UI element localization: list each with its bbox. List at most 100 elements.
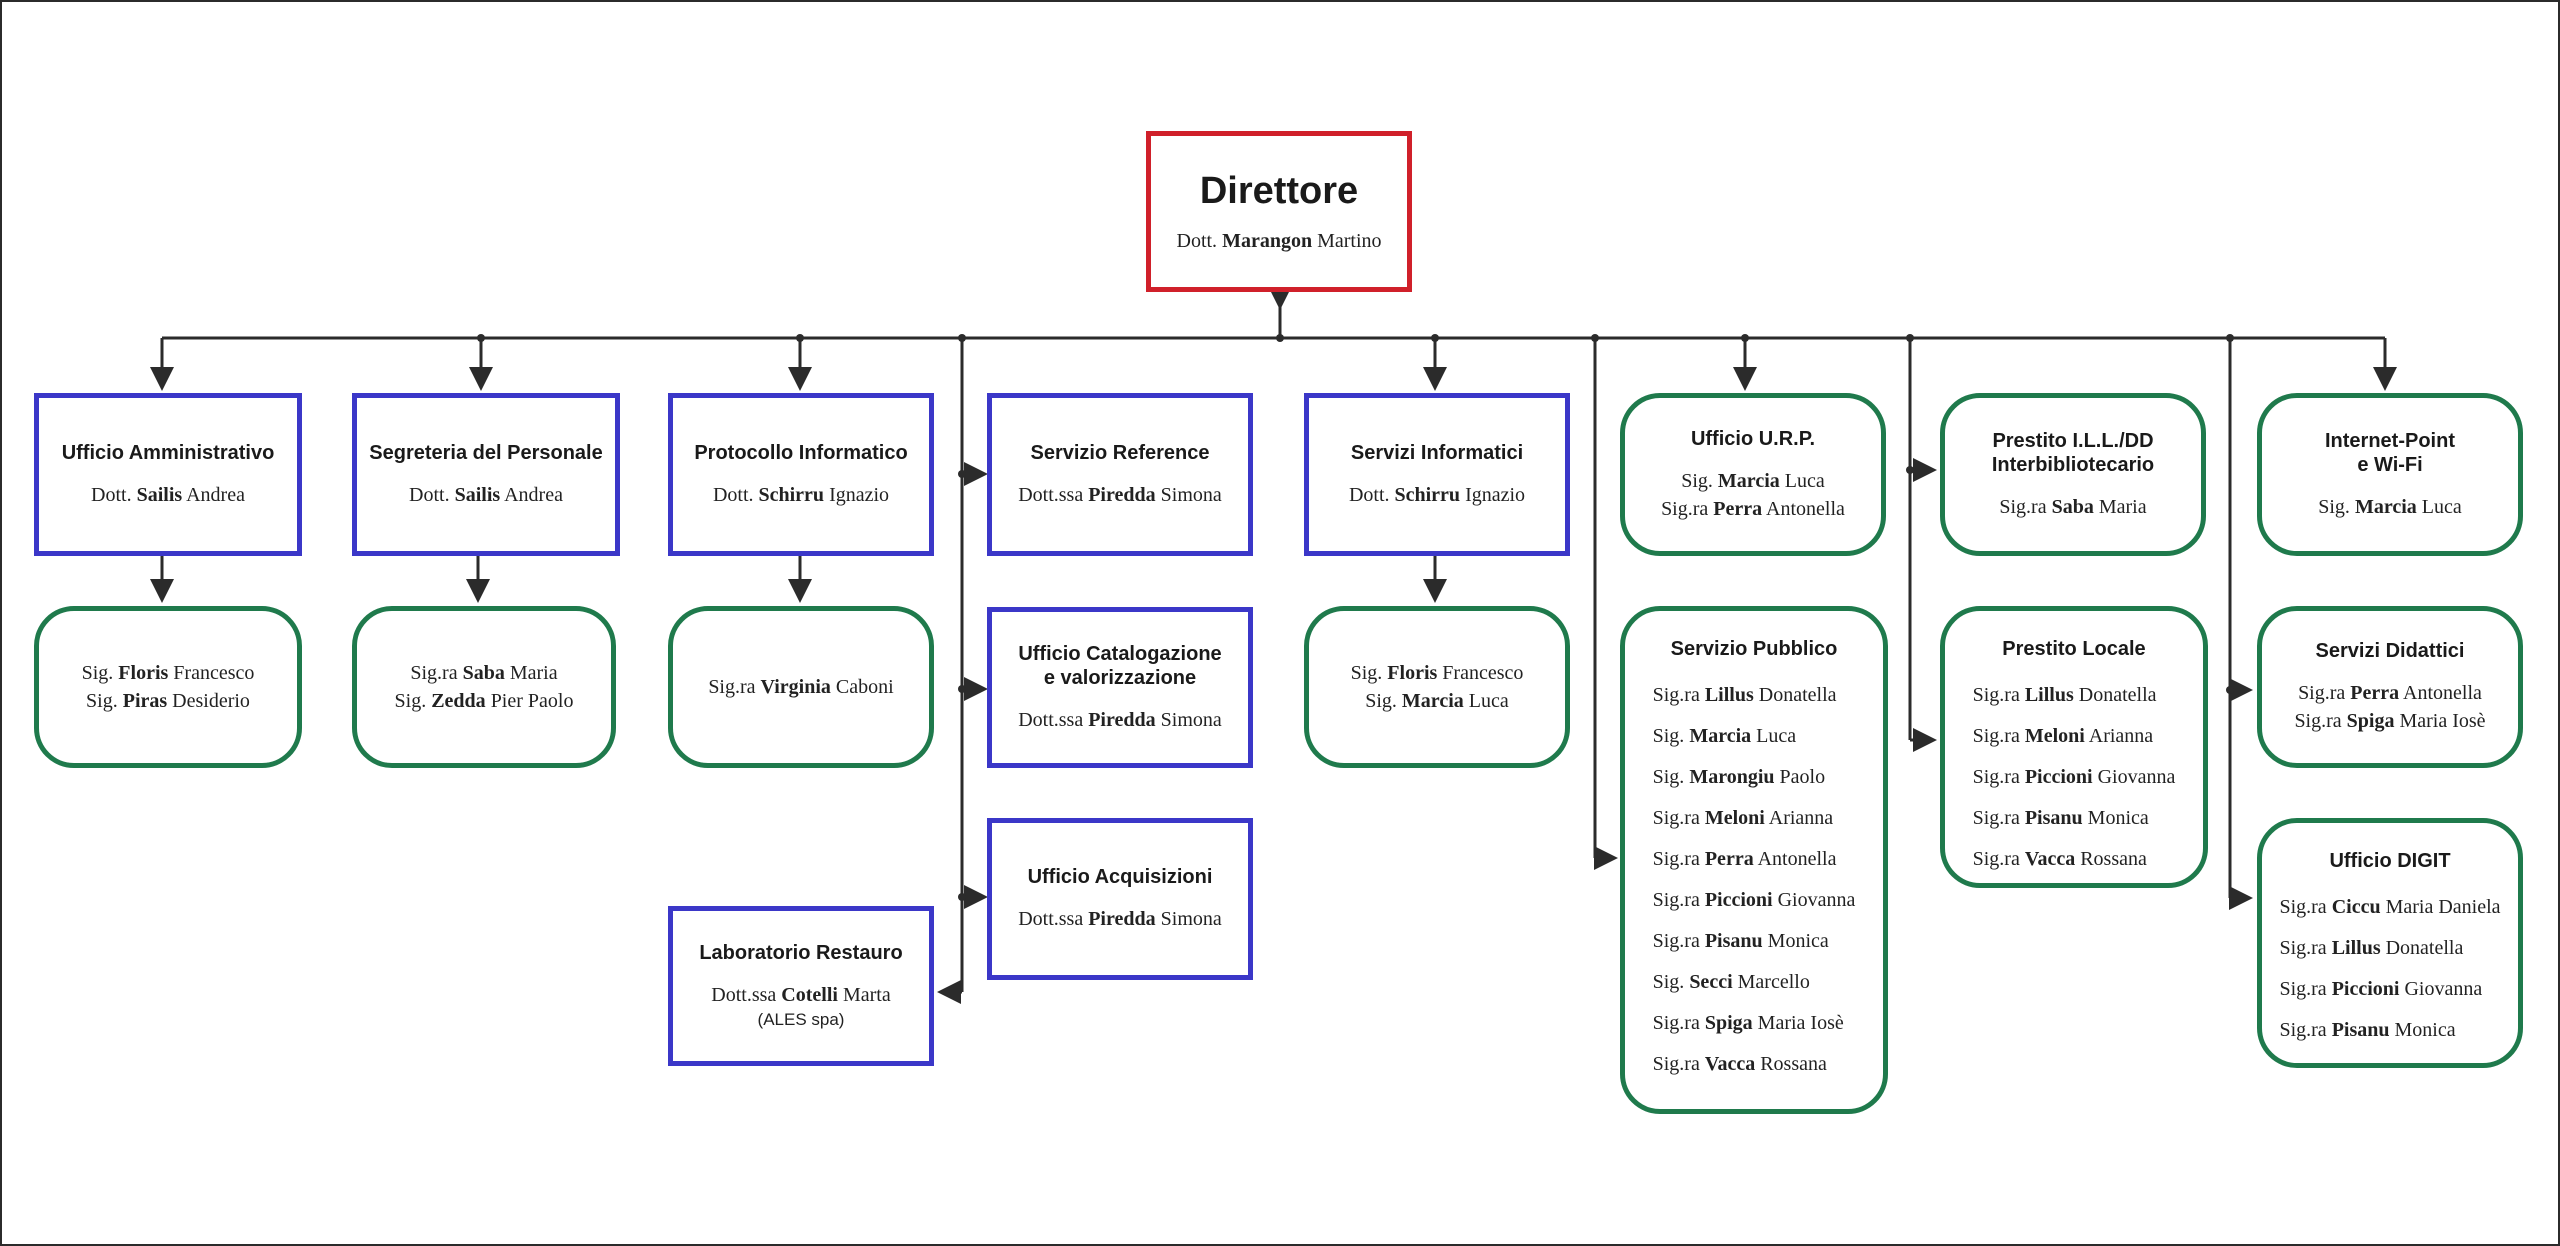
- person-entry: Sig. Floris Francesco: [1350, 662, 1524, 684]
- office-title: Servizio Pubblico: [1670, 638, 1838, 660]
- people-list: Dott.ssa Piredda Simona: [1018, 706, 1222, 734]
- office-title: Internet-Point e Wi-Fi: [2325, 429, 2455, 476]
- person-entry: Sig.ra Spiga Maria Iosè: [2294, 710, 2486, 732]
- junction-dot: [1741, 334, 1749, 342]
- junction-dot: [1906, 466, 1914, 474]
- office-title: Ufficio DIGIT: [2329, 850, 2451, 872]
- person-entry: Sig. Marcia Luca: [1652, 725, 1797, 747]
- people-list: Sig.ra Virginia Caboni: [708, 673, 893, 701]
- person-entry: Sig.ra Pisanu Monica: [2279, 1019, 2456, 1041]
- person-entry: Sig. Marcia Luca: [1681, 469, 1825, 492]
- junction-dot: [958, 334, 966, 342]
- person-entry: Sig.ra Meloni Arianna: [1972, 725, 2154, 747]
- junction-dot: [958, 470, 966, 478]
- person-entry: Dott. Schirru Ignazio: [1348, 483, 1526, 506]
- staff-protocollo-informatico: Sig.ra Virginia Caboni: [668, 606, 934, 768]
- director-title: Direttore: [1199, 169, 1359, 212]
- person-entry: Sig. Marongiu Paolo: [1652, 766, 1826, 788]
- person-entry: Sig. Piras Desiderio: [86, 690, 250, 712]
- people-list: Dott. Schirru Ignazio: [713, 481, 889, 509]
- director-arrow-head: [1271, 292, 1289, 310]
- person-entry: Sig.ra Vacca Rossana: [1652, 1053, 1827, 1075]
- person-entry: Sig.ra Vacca Rossana: [1972, 848, 2147, 870]
- people-list: Sig. Marcia Luca: [2318, 493, 2462, 521]
- person-entry: Sig.ra Saba Maria: [1999, 495, 2147, 518]
- person-entry: Sig. Marcia Luca: [1365, 690, 1509, 712]
- person-entry: Sig.ra Ciccu Maria Daniela: [2279, 896, 2501, 918]
- person-entry: Dott. Sailis Andrea: [91, 483, 245, 506]
- person-entry: Sig.ra Perra Antonella: [1661, 497, 1845, 520]
- junction-dot: [2226, 686, 2234, 694]
- office-title: Prestito Locale: [2002, 638, 2146, 660]
- person-entry: Dott. Schirru Ignazio: [712, 483, 890, 506]
- person-entry: Dott.ssa Cotelli Marta: [711, 984, 891, 1006]
- person-entry: Sig. Floris Francesco: [81, 662, 255, 684]
- junction-dot: [1591, 334, 1599, 342]
- person-entry: Sig.ra Virginia Caboni: [708, 676, 894, 698]
- person-entry: Dott.ssa Piredda Simona: [1018, 483, 1222, 506]
- director-person: Dott. Marangon Martino: [1176, 229, 1382, 252]
- junction-dot: [958, 685, 966, 693]
- office-title: Ufficio Catalogazione e valorizzazione: [1018, 642, 1222, 689]
- people-list: Dott.ssa Cotelli Marta: [711, 981, 890, 1009]
- person-entry: Sig.ra Meloni Arianna: [1652, 807, 1834, 829]
- person-entry: Sig.ra Saba Maria: [410, 662, 558, 684]
- people-list: Dott. Sailis Andrea: [409, 481, 563, 509]
- office-title: Laboratorio Restauro: [699, 942, 903, 964]
- junction-dot: [958, 893, 966, 901]
- office-title: Servizi Didattici: [2315, 640, 2465, 662]
- person-entry: Sig.ra Piccioni Giovanna: [2279, 978, 2483, 1000]
- person-entry: Dott.ssa Piredda Simona: [1018, 708, 1222, 731]
- person-entry: Sig.ra Lillus Donatella: [2279, 937, 2464, 959]
- office-title: Segreteria del Personale: [369, 441, 603, 464]
- person-entry: Sig.ra Perra Antonella: [2298, 682, 2482, 704]
- junction-dot: [796, 334, 804, 342]
- junction-dot: [477, 334, 485, 342]
- people-list: Dott.ssa Piredda Simona: [1018, 481, 1222, 509]
- people-list: Sig.ra Saba Maria: [1999, 493, 2146, 521]
- people-list: Dott.ssa Piredda Simona: [1018, 905, 1222, 933]
- person-entry: Sig.ra Pisanu Monica: [1972, 807, 2149, 829]
- company-note: (ALES spa): [757, 1010, 845, 1029]
- person-entry: Sig. Secci Marcello: [1652, 971, 1810, 993]
- person-entry: Sig.ra Perra Antonella: [1652, 848, 1837, 870]
- people-list: Dott. Schirru Ignazio: [1349, 481, 1525, 509]
- office-title: Ufficio U.R.P.: [1690, 427, 1816, 450]
- person-entry: Sig.ra Lillus Donatella: [1652, 684, 1837, 706]
- office-title: Ufficio Acquisizioni: [1027, 866, 1213, 888]
- person-entry: Sig.ra Pisanu Monica: [1652, 930, 1829, 952]
- junction-dot: [1906, 334, 1914, 342]
- person-entry: Sig.ra Piccioni Giovanna: [1972, 766, 2176, 788]
- office-title: Ufficio Amministrativo: [61, 441, 275, 464]
- person-entry: Sig. Zedda Pier Paolo: [394, 690, 574, 712]
- junction-dot: [1431, 334, 1439, 342]
- people-list: Dott. Sailis Andrea: [91, 481, 245, 509]
- person-entry: Sig.ra Lillus Donatella: [1972, 684, 2157, 706]
- office-title: Prestito I.L.L./DD Interbibliotecario: [1991, 429, 2155, 476]
- person-entry: Sig. Marcia Luca: [2318, 495, 2462, 518]
